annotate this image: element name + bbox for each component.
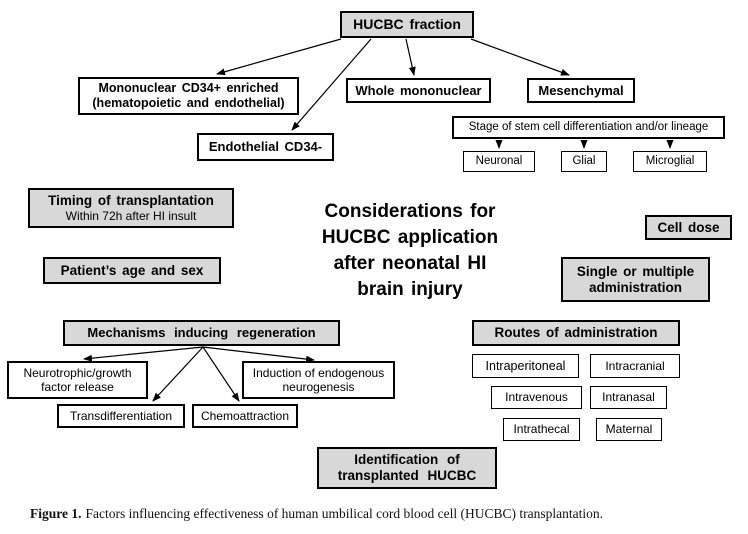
arrow-mechanisms-to-transdifferentiation [152, 346, 204, 402]
node-identification-line1: Identification of [354, 452, 460, 468]
node-neuronal: Neuronal [463, 151, 535, 172]
node-stage-of-differentiation: Stage of stem cell differentiation and/o… [452, 116, 725, 139]
center-title-line4: brain injury [357, 279, 463, 300]
center-title-line1: Considerations for [324, 201, 496, 222]
center-title-line3: after neonatal HI [333, 253, 487, 274]
node-identification-line2: transplanted HUCBC [337, 468, 477, 483]
node-route-intraperitoneal: Intraperitoneal [472, 354, 579, 378]
node-microglial: Microglial [633, 151, 707, 172]
node-induction-line1: Induction of endogenous [252, 365, 385, 380]
node-route-intrathecal: Intrathecal [503, 418, 580, 441]
node-timing-of-transplantation: Timing of transplantation Within 72h aft… [28, 188, 234, 228]
node-endothelial-cd34: Endothelial CD34- [197, 133, 334, 161]
node-neurotrophic-line1: Neurotrophic/growth [23, 365, 132, 380]
node-patient-age-sex: Patient’s age and sex [43, 257, 221, 284]
node-induction-line2: neurogenesis [282, 380, 355, 394]
node-neurotrophic-line2: factor release [41, 380, 114, 394]
node-glial: Glial [561, 151, 607, 172]
node-mechanisms-inducing-regeneration: Mechanisms inducing regeneration [63, 320, 340, 346]
node-whole-mononuclear: Whole mononuclear [346, 78, 491, 103]
node-mononuclear-line2: (hematopoietic and endothelial) [92, 96, 285, 110]
node-routes-of-administration: Routes of administration [472, 320, 680, 346]
center-title-line2: HUCBC application [321, 227, 499, 248]
node-single-multiple-line2: administration [588, 279, 682, 295]
arrow-mechanisms-to-neurotrophic [83, 346, 204, 362]
figure-caption: Figure 1.Factors influencing effectivene… [30, 506, 736, 522]
node-mononuclear-line1: Mononuclear CD34+ enriched [98, 81, 279, 96]
node-route-maternal: Maternal [596, 418, 662, 441]
node-transdifferentiation: Transdifferentiation [57, 404, 185, 428]
node-induction-endogenous-neurogenesis: Induction of endogenous neurogenesis [242, 361, 395, 399]
figure-caption-text: Factors influencing effectiveness of hum… [85, 506, 604, 521]
node-identification-transplanted-hucbc: Identification of transplanted HUCBC [317, 447, 497, 489]
figure-caption-label: Figure 1. [30, 506, 82, 521]
node-single-multiple-line1: Single or multiple [576, 263, 695, 279]
node-route-intravenous: Intravenous [491, 386, 582, 409]
diagram-center-title: Considerations for HUCBC application aft… [290, 199, 530, 303]
arrow-hucbc-to-mononuclear [216, 38, 342, 76]
arrow-mechanisms-to-induction [202, 346, 315, 363]
node-route-intranasal: Intranasal [590, 386, 667, 409]
node-timing-line1: Timing of transplantation [48, 192, 214, 208]
node-cell-dose: Cell dose [645, 215, 732, 240]
node-neurotrophic-growth-factor-release: Neurotrophic/growth factor release [7, 361, 148, 399]
node-mononuclear-cd34-enriched: Mononuclear CD34+ enriched (hematopoieti… [78, 77, 299, 115]
node-single-or-multiple-administration: Single or multiple administration [561, 257, 710, 302]
node-hucbc-fraction: HUCBC fraction [340, 11, 474, 38]
node-route-intracranial: Intracranial [590, 354, 680, 378]
arrow-hucbc-to-mesenchymal [470, 38, 570, 76]
arrow-mechanisms-to-chemoattraction [202, 346, 240, 402]
arrow-hucbc-to-whole-mononuclear [405, 38, 416, 76]
node-timing-line2: Within 72h after HI insult [65, 208, 197, 223]
node-chemoattraction: Chemoattraction [192, 404, 298, 428]
node-mesenchymal: Mesenchymal [527, 78, 635, 103]
